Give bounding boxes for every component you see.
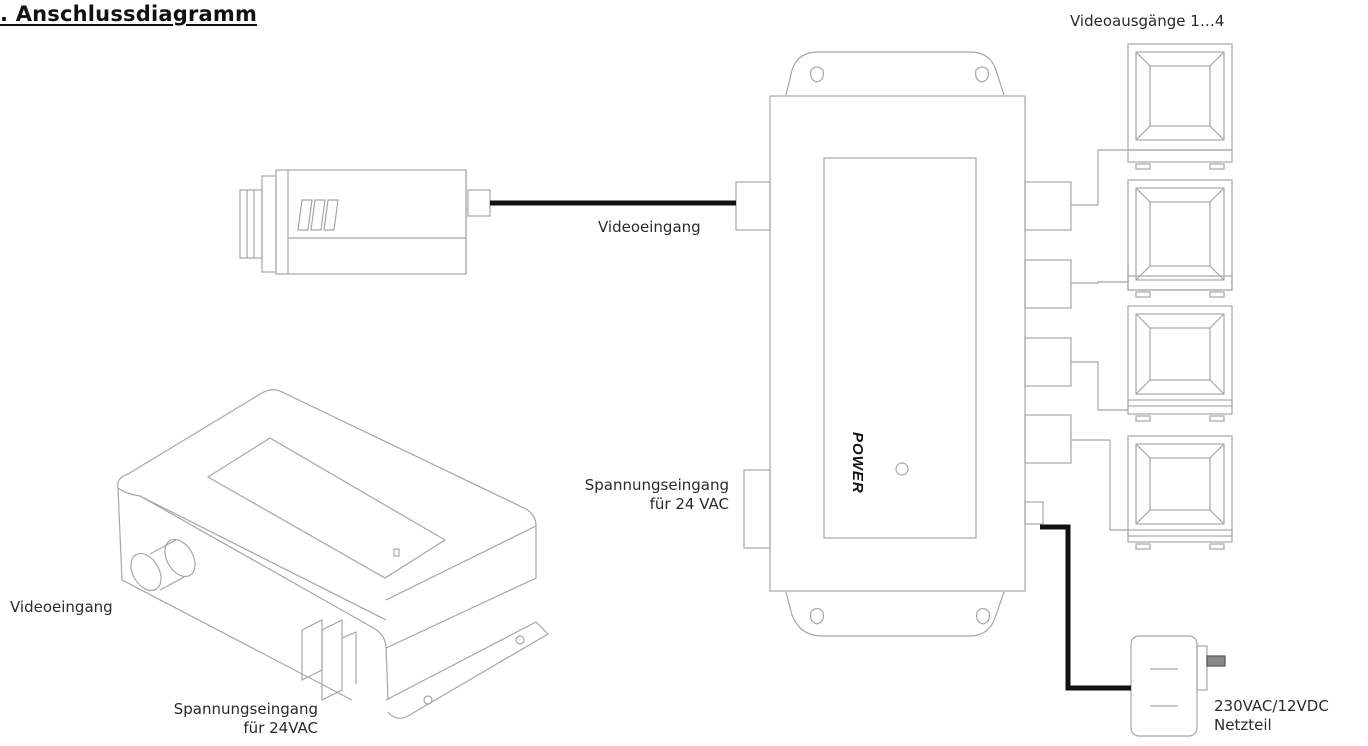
power-input-label-line1: Spannungseingang bbox=[584, 476, 729, 494]
iso-power-input-label-line1: Spannungseingang bbox=[173, 700, 318, 718]
iso-power-input-label-line2: für 24VAC bbox=[243, 719, 318, 737]
video-input-label: Videoeingang bbox=[598, 218, 701, 236]
power-led-label: POWER bbox=[849, 432, 866, 494]
distributor-box-icon bbox=[735, 51, 1072, 637]
output-wires bbox=[1071, 149, 1130, 531]
video-outputs-label: Videoausgänge 1…4 bbox=[1070, 12, 1225, 30]
distributor-isometric-icon bbox=[117, 389, 549, 719]
power-supply-icon bbox=[1130, 635, 1226, 737]
camera-icon bbox=[239, 169, 491, 275]
monitor-1-icon bbox=[1127, 43, 1233, 170]
monitor-2-icon bbox=[1127, 179, 1233, 298]
psu-label: 230VAC/12VDC Netzteil bbox=[1214, 697, 1329, 735]
iso-power-input-label: Spannungseingang für 24VAC bbox=[148, 700, 318, 738]
power-input-label-line2: für 24 VAC bbox=[649, 495, 729, 513]
power-input-label: Spannungseingang für 24 VAC bbox=[553, 476, 729, 514]
monitor-4-icon bbox=[1127, 435, 1233, 550]
cables bbox=[490, 200, 1131, 691]
monitor-3-icon bbox=[1127, 305, 1233, 422]
psu-cable bbox=[1040, 524, 1131, 691]
diagram-title: . Anschlussdiagramm bbox=[0, 2, 258, 26]
psu-label-line2: Netzteil bbox=[1214, 716, 1272, 734]
psu-label-line1: 230VAC/12VDC bbox=[1214, 697, 1329, 715]
iso-video-input-label: Videoeingang bbox=[10, 598, 113, 616]
